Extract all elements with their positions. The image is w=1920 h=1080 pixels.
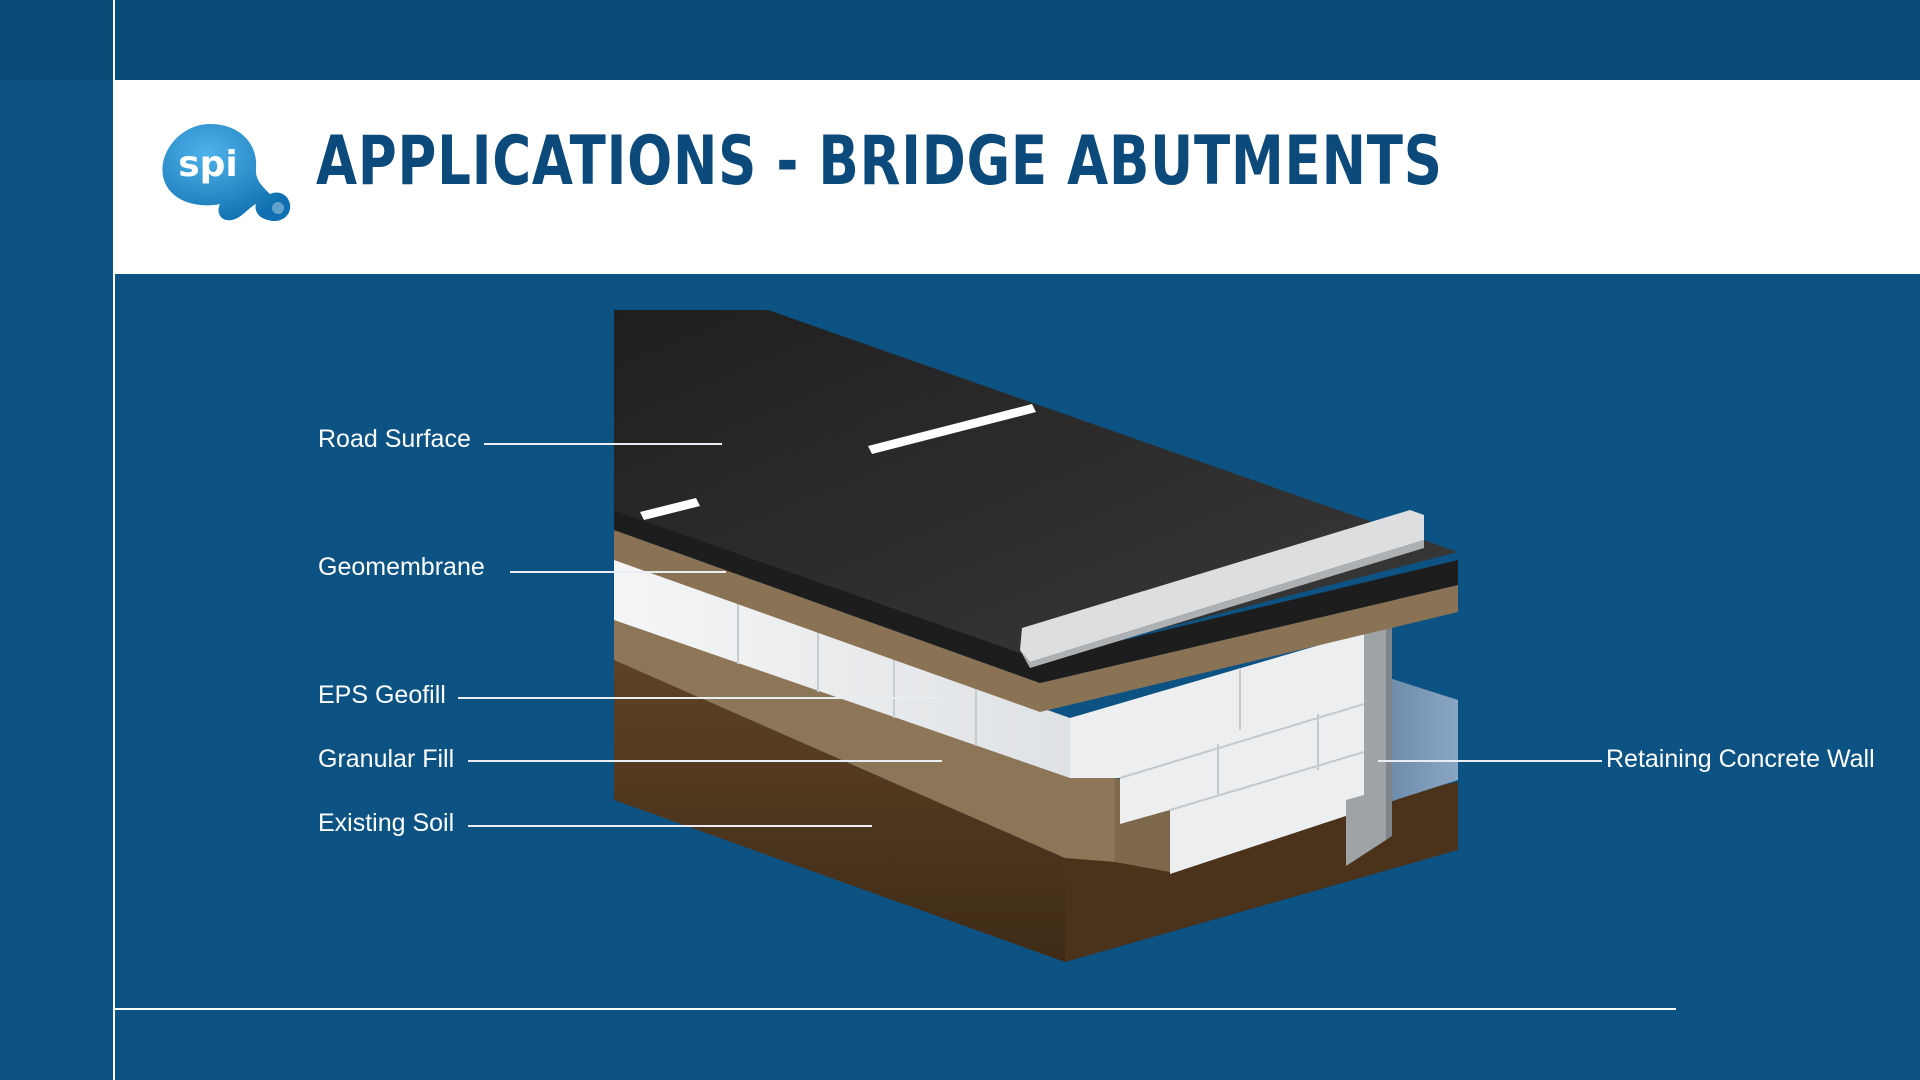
label-retaining-wall: Retaining Concrete Wall (1606, 745, 1875, 774)
label-road-surface: Road Surface (318, 425, 471, 454)
label-granular-fill: Granular Fill (318, 745, 454, 774)
bottom-rule (114, 1008, 1676, 1010)
label-existing-soil: Existing Soil (318, 809, 454, 838)
label-geomembrane: Geomembrane (318, 553, 485, 582)
label-eps-geofill: EPS Geofill (318, 681, 446, 710)
leader-existing-soil (468, 825, 872, 827)
leader-granular-fill (468, 760, 942, 762)
leader-geomembrane (510, 571, 726, 573)
leader-retaining-wall (1378, 760, 1602, 762)
leader-road-surface (484, 443, 722, 445)
leader-eps-geofill (458, 697, 938, 699)
